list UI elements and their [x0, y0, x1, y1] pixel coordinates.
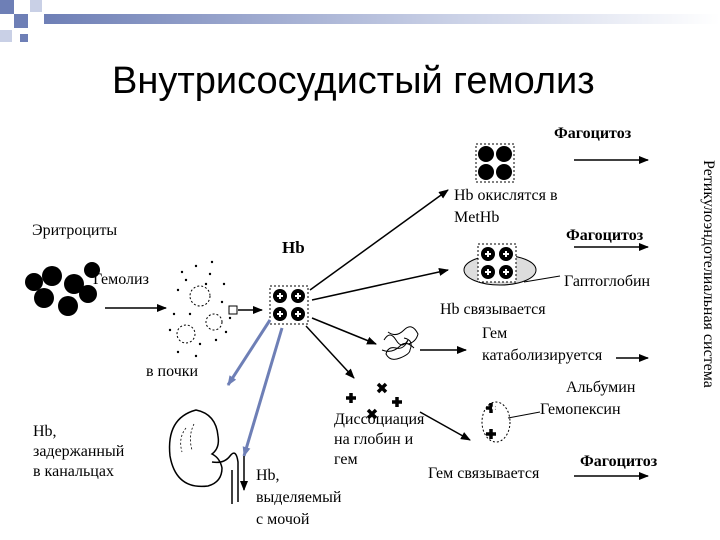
heme-bound-label: Гем связывается [428, 465, 540, 482]
hb-oxidized-line2: MetHb [454, 209, 500, 226]
hb-excreted-line3: с мочой [256, 511, 310, 528]
albumin-label: Альбумин [566, 379, 636, 396]
erythrocytes-cluster [25, 262, 100, 316]
small-square-marker [228, 305, 238, 315]
hb-retained-line2: задержанный [33, 443, 125, 460]
phagocytosis-mid-label: Фагоцитоз [566, 227, 644, 244]
dissociation-line3: гем [334, 451, 358, 468]
kidney-drawing [168, 409, 239, 504]
methb-molecule [475, 143, 515, 183]
heme-binding-arrow [419, 411, 471, 441]
hemopexin-label: Гемопексин [540, 401, 621, 418]
hb-bound-label: Hb связывается [440, 301, 546, 318]
corner-square-2 [14, 14, 28, 28]
hb-retained-line3: в канальцах [33, 463, 114, 480]
hb-retained-line1: Hb, [33, 423, 57, 440]
heme-catabolism-line1: Гем [482, 325, 508, 342]
heme-tangle [381, 326, 419, 360]
heme-catabolism-line2: катаболизируется [482, 347, 603, 364]
dissociation-line1: Диссоциация [334, 411, 425, 428]
hb-label: Hb [282, 238, 305, 257]
hemopexin-complex [481, 401, 511, 443]
hb-to-urine-arrow [242, 327, 284, 457]
hb-oxidized-line1: Hb окислятся в [454, 187, 558, 204]
corner-square-5 [20, 34, 28, 42]
hemolysis-ghost-cells [176, 285, 223, 344]
corner-square-1 [0, 0, 14, 14]
hemopexin-pointer [507, 411, 541, 419]
to-oxidation-arrow [309, 189, 449, 291]
hemolysis-label: Гемолиз [93, 271, 149, 288]
hb-molecule-center [269, 285, 309, 325]
res-system-label: Ретикулоэндотелиальная система [700, 160, 717, 388]
to-dissociation-arrow [305, 325, 355, 379]
to-heme-arrow [311, 317, 377, 345]
hemolysis-dots [168, 260, 232, 358]
header-rule [44, 14, 720, 24]
hb-excreted-line1: Hb, [256, 467, 280, 484]
to-kidneys-label: в почки [146, 363, 199, 380]
to-kidney-arrow [226, 319, 272, 386]
phagocytosis-top-label: Фагоцитоз [554, 125, 632, 142]
corner-square-3 [30, 0, 42, 12]
erythrocytes-label: Эритроциты [32, 222, 118, 239]
phagocytosis-bottom-label: Фагоцитоз [580, 453, 658, 470]
globin-heme-pieces [346, 382, 402, 420]
haptoglobin-label: Гаптоглобин [564, 273, 651, 290]
hb-excreted-line2: выделяемый [256, 489, 342, 506]
corner-square-4 [0, 30, 12, 42]
hb-haptoglobin-molecule [477, 243, 517, 283]
to-haptoglobin-arrow [311, 268, 449, 301]
dissociation-line2: на глобин и [334, 431, 414, 448]
haptoglobin-pointer [523, 275, 561, 283]
page-title: Внутрисосудистый гемолиз [112, 60, 595, 102]
